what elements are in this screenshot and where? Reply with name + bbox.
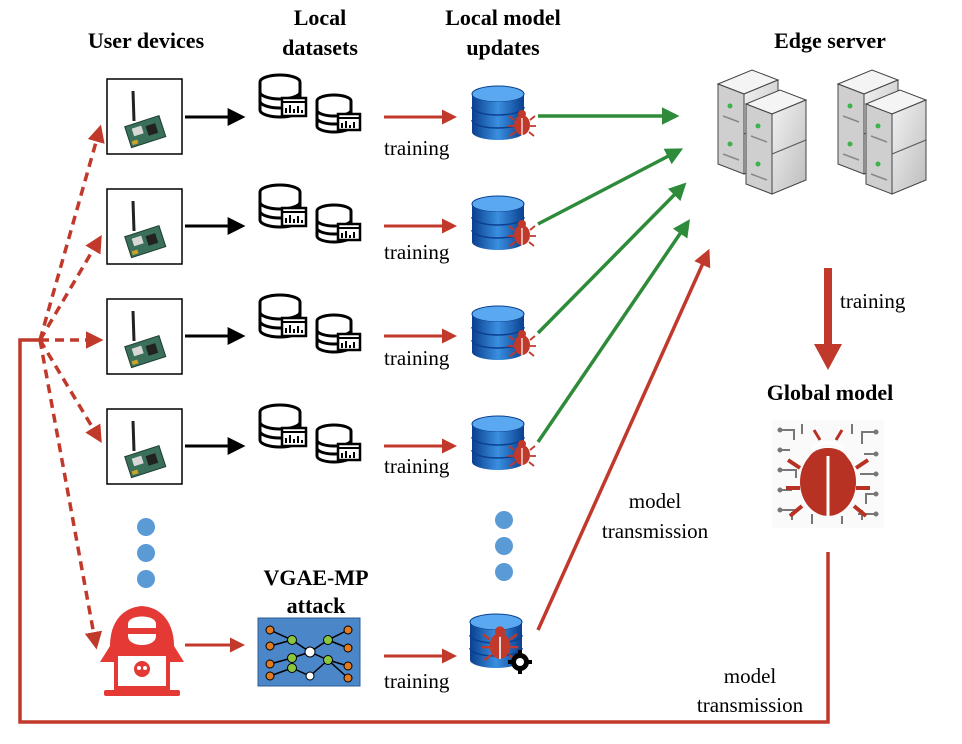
header-global-model: Global model bbox=[767, 380, 894, 405]
bug-chip-icon bbox=[772, 420, 884, 528]
model-label-return: model bbox=[724, 664, 777, 688]
database-chart-icon bbox=[258, 73, 362, 134]
distribution-arrows bbox=[38, 124, 105, 650]
iot-board-icon bbox=[105, 187, 184, 266]
header-local-updates-line1: Local model bbox=[445, 5, 561, 30]
iot-board-icon bbox=[105, 407, 184, 486]
database-bug-icon bbox=[472, 196, 536, 250]
graph-network-icon bbox=[257, 617, 361, 687]
training-label: training bbox=[384, 136, 450, 160]
training-label-server: training bbox=[840, 289, 906, 313]
header-attack-line1: VGAE-MP bbox=[263, 565, 368, 590]
client-row-2: training bbox=[105, 183, 536, 266]
client-row-4: training bbox=[105, 403, 536, 486]
ellipsis-dots-right bbox=[495, 511, 513, 581]
iot-board-icon bbox=[105, 297, 184, 376]
model-label-upload: model bbox=[629, 489, 682, 513]
header-edge-server: Edge server bbox=[774, 28, 886, 53]
header-local-datasets-line1: Local bbox=[294, 5, 347, 30]
training-label: training bbox=[384, 454, 450, 478]
training-label: training bbox=[384, 240, 450, 264]
ellipsis-dots-left bbox=[137, 518, 155, 588]
client-row-1: training bbox=[105, 73, 536, 160]
iot-board-icon bbox=[105, 77, 184, 156]
database-chart-icon bbox=[258, 293, 362, 354]
training-label-attack: training bbox=[384, 669, 450, 693]
poisoned-model-icon bbox=[469, 613, 532, 674]
database-bug-icon bbox=[472, 306, 536, 360]
header-user-devices: User devices bbox=[88, 28, 205, 53]
return-transmission-path bbox=[18, 338, 830, 724]
training-label: training bbox=[384, 346, 450, 370]
header-local-updates-line2: updates bbox=[466, 35, 540, 60]
transmission-label-upload: transmission bbox=[602, 519, 709, 543]
database-bug-icon bbox=[472, 86, 536, 140]
gear-icon bbox=[508, 650, 532, 674]
database-chart-icon bbox=[258, 183, 362, 244]
header-attack-line2: attack bbox=[287, 593, 346, 618]
server-rack-icon bbox=[717, 69, 927, 195]
header-local-datasets-line2: datasets bbox=[282, 35, 358, 60]
client-row-3: training bbox=[105, 293, 536, 376]
arrow-aggregation-head bbox=[814, 344, 842, 370]
arrow-poisoned-upload bbox=[536, 248, 711, 631]
transmission-label-return: transmission bbox=[697, 693, 804, 717]
database-chart-icon bbox=[258, 403, 362, 464]
database-bug-icon bbox=[472, 416, 536, 470]
model-upload-arrows bbox=[536, 107, 690, 443]
hacker-icon bbox=[100, 606, 184, 696]
